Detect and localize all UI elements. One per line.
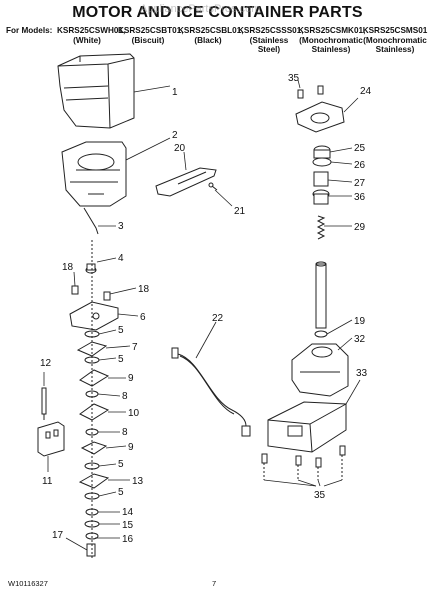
callout-7: 7 xyxy=(132,342,138,353)
callout-35-bottom: 35 xyxy=(314,490,326,501)
callout-24: 24 xyxy=(360,86,372,97)
callout-32: 32 xyxy=(354,334,366,345)
screw-part-18 xyxy=(71,285,111,301)
model-4: KSRS25CSSS01, (Stainless Steel) xyxy=(238,26,304,55)
model-3-code: KSRS25CSBL01, xyxy=(178,26,244,35)
callout-4: 4 xyxy=(118,253,124,264)
callout-6: 6 xyxy=(140,312,146,323)
nut-part-4 xyxy=(85,263,97,274)
callout-5-d: 5 xyxy=(118,487,124,498)
callout-14: 14 xyxy=(122,507,134,518)
callout-36: 36 xyxy=(354,192,366,203)
callout-15: 15 xyxy=(122,520,134,531)
auger-housing-part xyxy=(61,141,127,207)
callout-19: 19 xyxy=(354,316,366,327)
callout-10: 10 xyxy=(128,408,140,419)
model-5-color: (Monochromatic Stainless) xyxy=(299,35,363,55)
model-4-code: KSRS25CSSS01, xyxy=(238,26,304,35)
model-2-code: KSRS25CSBT01, xyxy=(118,26,184,35)
callout-16: 16 xyxy=(122,534,134,545)
callout-29: 29 xyxy=(354,222,366,233)
wire-harness-part-22 xyxy=(171,347,251,437)
leader-lines xyxy=(43,79,361,551)
callout-5-a: 5 xyxy=(118,325,124,336)
motor-shaft-part xyxy=(315,261,327,329)
model-1-code: KSRS25CSWH01, xyxy=(57,26,126,35)
callout-22: 22 xyxy=(212,313,224,324)
callout-12: 12 xyxy=(40,358,52,369)
model-1-color: (White) xyxy=(73,35,101,45)
motor-part-32 xyxy=(291,343,349,397)
ice-container-part xyxy=(57,53,135,129)
switch-part-11 xyxy=(37,421,65,457)
auger-stack-parts xyxy=(76,240,110,560)
callout-labels: 1 2 20 21 3 4 18 18 6 5 7 5 9 8 10 8 9 5… xyxy=(40,73,372,545)
callout-18-right: 18 xyxy=(138,284,150,295)
callout-13: 13 xyxy=(132,476,144,487)
callout-11: 11 xyxy=(42,476,53,487)
mount-plate-part-24 xyxy=(295,101,345,133)
callout-26: 26 xyxy=(354,160,366,171)
footer-document-code: W10116327 xyxy=(8,579,48,588)
callout-27: 27 xyxy=(354,178,366,189)
pin-part-3 xyxy=(83,207,99,235)
spring-part-12 xyxy=(41,387,47,420)
model-3-color: (Black) xyxy=(194,35,222,45)
motor-bracket-part-33 xyxy=(267,401,347,453)
model-6: KSRS25CSMS01 (Monochromatic Stainless) xyxy=(361,26,429,55)
coupling-parts xyxy=(312,145,332,205)
callout-18-left: 18 xyxy=(62,262,74,273)
spring-part-29 xyxy=(316,215,326,240)
callout-25: 25 xyxy=(354,143,366,154)
callout-35-top: 35 xyxy=(288,73,300,84)
model-3: KSRS25CSBL01, (Black) xyxy=(178,26,244,45)
callout-21: 21 xyxy=(234,206,246,217)
screw-part-21 xyxy=(208,182,218,191)
callout-2: 2 xyxy=(172,130,178,141)
model-2-color: (Biscuit) xyxy=(131,35,165,45)
callout-5-b: 5 xyxy=(118,354,124,365)
screw-part-35-bottom xyxy=(261,445,346,480)
callout-8-a: 8 xyxy=(122,391,128,402)
model-4-color: (Stainless Steel) xyxy=(249,35,289,55)
bracket-plate-part-6 xyxy=(69,301,119,331)
models-label: For Models: xyxy=(6,26,53,35)
screw-part-35-top xyxy=(297,85,324,99)
washer-part-19 xyxy=(314,330,328,338)
model-5: KSRS25CSMK01, (Monochromatic Stainless) xyxy=(298,26,366,55)
bracket-rail-part xyxy=(155,167,217,197)
callout-9-a: 9 xyxy=(128,373,134,384)
callout-1: 1 xyxy=(172,87,178,98)
model-6-color: (Monochromatic Stainless) xyxy=(363,35,427,55)
callout-9-b: 9 xyxy=(128,442,134,453)
model-6-code: KSRS25CSMS01 xyxy=(362,26,428,35)
model-2: KSRS25CSBT01, (Biscuit) xyxy=(118,26,184,45)
callout-17: 17 xyxy=(52,530,64,541)
watermark: AppliancePartsPros.com xyxy=(140,3,261,15)
callout-20: 20 xyxy=(174,143,186,154)
model-5-code: KSRS25CSMK01, xyxy=(298,26,366,35)
callout-33: 33 xyxy=(356,368,368,379)
callout-3: 3 xyxy=(118,221,124,232)
callout-8-b: 8 xyxy=(122,427,128,438)
model-1: KSRS25CSWH01, (White) xyxy=(57,26,126,45)
callout-5-c: 5 xyxy=(118,459,124,470)
footer-page-number: 7 xyxy=(212,579,217,588)
page-title: MOTOR AND ICE CONTAINER PARTS xyxy=(72,4,363,21)
